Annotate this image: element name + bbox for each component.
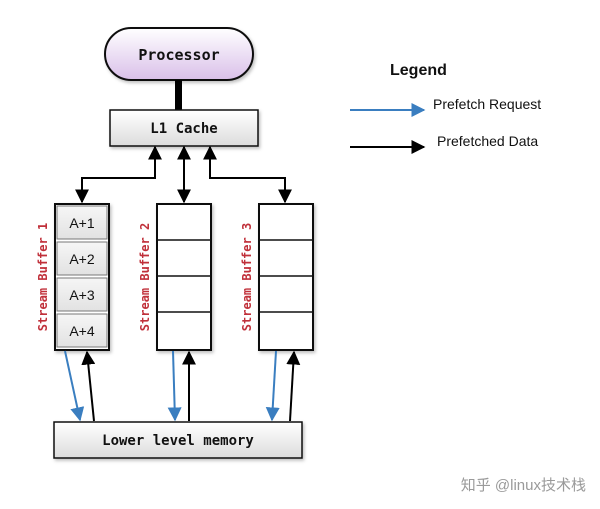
l1-buffer-connectors: [75, 145, 292, 204]
stream-buffer-2-label: Stream Buffer 2: [138, 223, 152, 331]
buffer2-prefetch-request-arrow: [167, 350, 182, 422]
legend-data-label: Prefetched Data: [437, 133, 538, 149]
processor-l1-connector: [175, 80, 182, 110]
stream-buffer-1-label: Stream Buffer 1: [36, 223, 50, 331]
watermark: 知乎 @linux技术栈: [461, 477, 586, 494]
lower-memory-node: Lower level memory: [53, 421, 303, 459]
lower-memory-label: Lower level memory: [102, 433, 254, 449]
processor-node: Processor: [104, 27, 254, 81]
stream-buffer-1: A+1 A+2 A+3 A+4 Stream Buffer 1: [36, 203, 110, 351]
l1-buffer3-arrow: [203, 145, 292, 204]
legend-request-label: Prefetch Request: [433, 96, 541, 112]
stream-buffer-3-label: Stream Buffer 3: [240, 223, 254, 331]
buffer1-slot-1: [56, 205, 108, 240]
legend-title: Legend: [390, 62, 447, 79]
l1-cache-node: L1 Cache: [109, 109, 259, 147]
processor-label: Processor: [138, 46, 219, 64]
legend: Legend Prefetch Request Prefetched Data: [350, 62, 541, 154]
buffer3-prefetch-request-arrow: [265, 350, 280, 422]
buffer1-slot-1-label: A+1: [69, 215, 95, 231]
l1-cache-label: L1 Cache: [150, 121, 217, 137]
buffer3-prefetched-data-arrow: [286, 350, 301, 422]
memory-connectors: [64, 350, 301, 422]
buffer1-slot-2: [56, 241, 108, 276]
l1-buffer1-arrow: [75, 145, 162, 204]
buffer1-slot-4-label: A+4: [69, 323, 95, 339]
buffer1-slot-3: [56, 277, 108, 312]
stream-buffer-3: Stream Buffer 3: [240, 203, 314, 351]
buffer1-slot-3-label: A+3: [69, 287, 95, 303]
stream-buffer-2: Stream Buffer 2: [138, 203, 212, 351]
buffer1-prefetched-data-arrow: [81, 350, 96, 422]
buffer1-slot-4: [56, 313, 108, 348]
buffer1-slot-2-label: A+2: [69, 251, 95, 267]
buffer1-prefetch-request-arrow: [64, 350, 85, 422]
